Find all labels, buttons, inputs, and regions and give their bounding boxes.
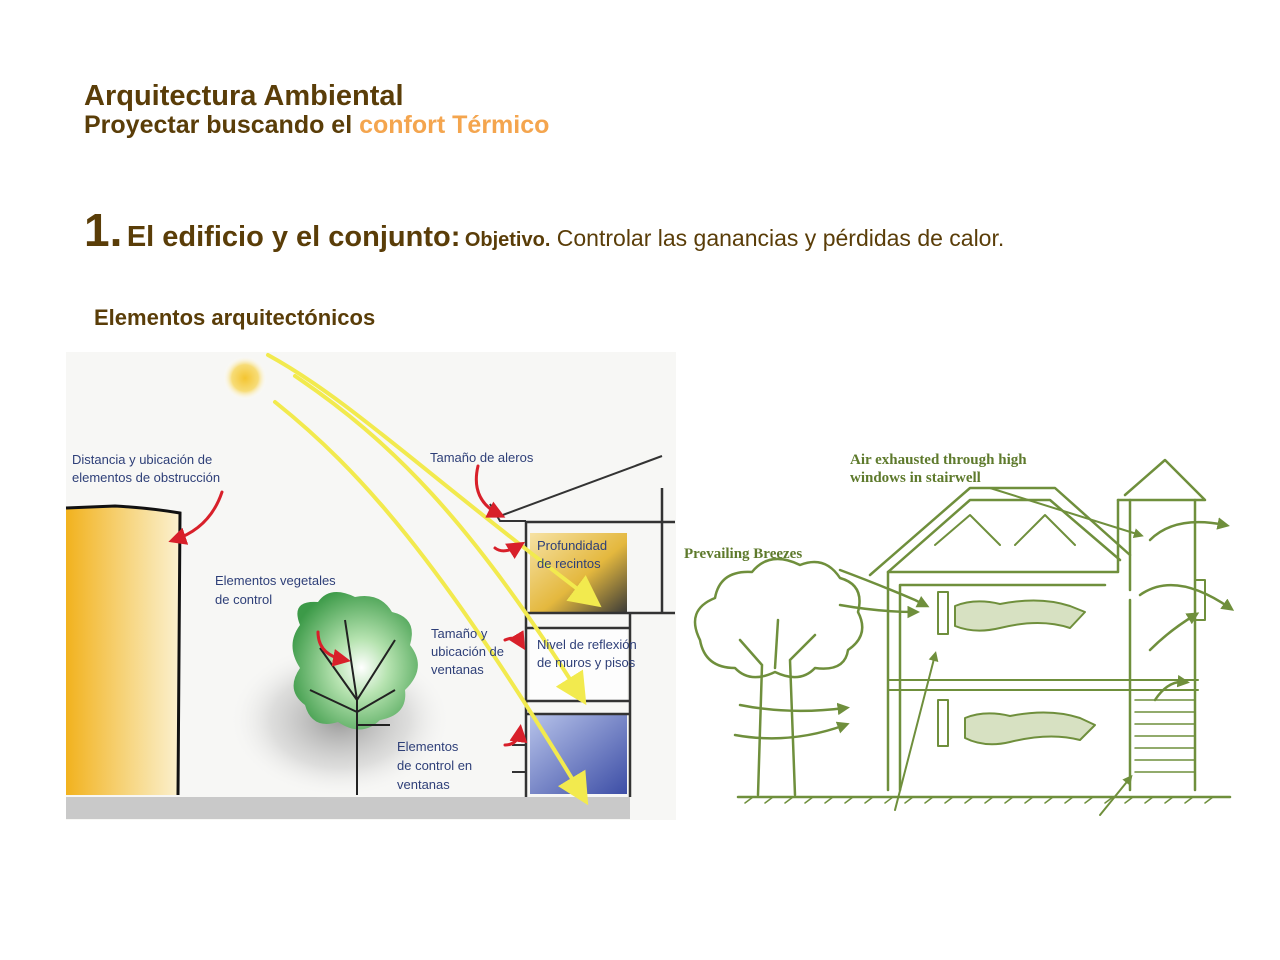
pointer-depth	[493, 541, 526, 559]
subtitle-prefix: Proyectar buscando el	[84, 111, 360, 139]
tree-icon	[292, 592, 418, 795]
label-windows-1: Tamaño y	[431, 626, 488, 641]
obstruction-wall	[66, 506, 180, 795]
house-outline	[868, 458, 1207, 792]
label-vegetation-1: Elementos vegetales	[215, 573, 336, 588]
objective-text: Controlar las ganancias y pérdidas de ca…	[550, 225, 998, 251]
label-windows-3: ventanas	[431, 662, 484, 677]
sun-rays	[266, 353, 602, 806]
label-reflection-2: de muros y pisos	[537, 655, 636, 670]
building-section	[489, 455, 675, 797]
label-windows-2: ubicación de	[431, 644, 504, 659]
label-window-control-2: de control en	[397, 758, 472, 773]
label-exhaust-2: windows in stairwell	[850, 470, 981, 486]
label-depth-2: de recintos	[537, 556, 601, 571]
label-window-control-1: Elementos	[397, 739, 459, 754]
airflow-upper	[954, 599, 1086, 632]
label-reflection-1: Nivel de reflexión	[537, 637, 637, 652]
wall-outline	[65, 504, 182, 796]
subtitle-accent: confort Térmico	[359, 111, 550, 139]
breeze-arrows	[733, 487, 1235, 816]
heading-number: 1.	[84, 204, 123, 256]
room-window-control	[530, 714, 627, 794]
label-obstruction-1: Distancia y ubicación de	[72, 452, 212, 467]
ground	[66, 797, 630, 819]
window-shade	[512, 744, 527, 773]
label-obstruction-2: elementos de obstrucción	[72, 470, 220, 485]
pointer-windows	[503, 630, 526, 651]
pointer-window-control	[503, 724, 528, 747]
label-window-control-3: ventanas	[397, 777, 450, 792]
pointer-vegetation	[316, 630, 351, 667]
pointer-eaves	[474, 464, 506, 518]
sun-ray-3	[273, 400, 589, 806]
pointer-arrows	[168, 464, 528, 747]
page-subtitle: Proyectar buscando el confort Térmico	[84, 111, 549, 140]
label-vegetation-2: de control	[215, 592, 272, 607]
right-diagram	[693, 458, 1235, 816]
section-heading: 1. El edificio y el conjunto: Objetivo. …	[84, 203, 1004, 257]
heading-title: El edificio y el conjunto:	[126, 221, 461, 253]
label-breezes: Prevailing Breezes	[684, 546, 802, 562]
label-eaves: Tamaño de aleros	[430, 450, 534, 465]
left-diagram: Distancia y ubicación de elementos de ob…	[65, 352, 676, 820]
airflow-lower	[964, 711, 1096, 746]
ground-hatching	[744, 796, 1214, 804]
objective-label: Objetivo.	[464, 229, 551, 251]
sun-icon	[223, 356, 267, 400]
label-depth-1: Profundidad	[537, 538, 607, 553]
pointer-obstruction	[168, 490, 224, 545]
objective-period: .	[997, 225, 1005, 251]
label-exhaust-1: Air exhausted through high	[850, 452, 1027, 468]
eave-roof	[499, 455, 663, 517]
sun-ray-1	[266, 353, 602, 608]
page-title: Arquitectura Ambiental	[84, 80, 404, 112]
breeze-tree-icon	[693, 557, 864, 797]
sun-ray-2	[293, 374, 587, 706]
subsection-title: Elementos arquitectónicos	[94, 305, 376, 330]
